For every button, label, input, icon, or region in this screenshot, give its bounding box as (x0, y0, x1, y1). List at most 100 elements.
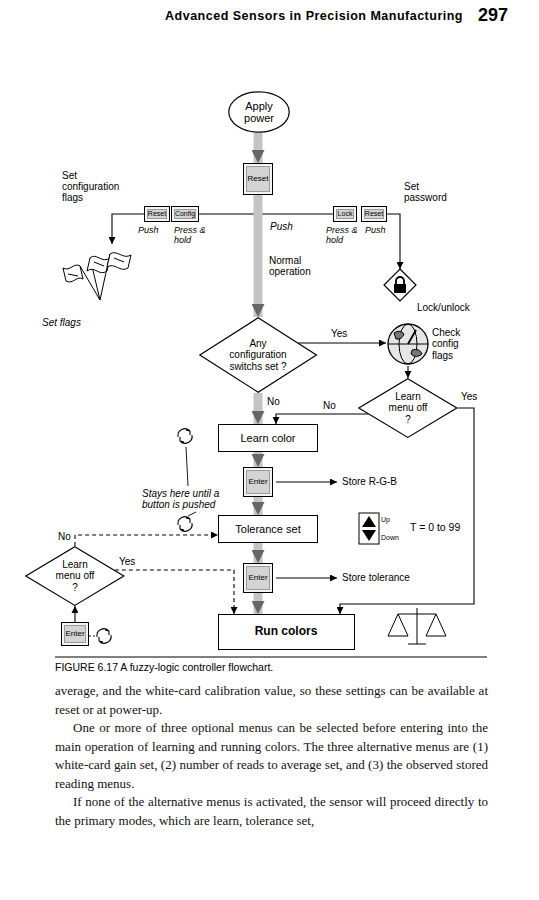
flow-band (254, 452, 263, 467)
caption-slot: FIGURE 6.17 A fuzzy-logic controller flo… (55, 661, 273, 673)
push-button: Enter (243, 467, 273, 497)
check-icon: Check config flags (386, 322, 484, 366)
globe-icon (408, 330, 416, 344)
label-slot: Stays here until a button is pushed (142, 488, 237, 510)
edge-label: No (57, 531, 72, 542)
node-text: Enter (248, 574, 267, 583)
flow-band (254, 393, 263, 424)
instruction-text: Push (365, 225, 386, 235)
globe-icon (394, 331, 404, 339)
note-text: Stays here until a button is pushed (142, 488, 237, 510)
body-text: One or more of three optional menus can … (55, 719, 488, 793)
edge-label: No (266, 396, 281, 407)
node-text: Learn color (240, 432, 295, 444)
page-number: 297 (478, 5, 508, 25)
connector (298, 342, 386, 343)
updown-key (362, 530, 376, 541)
store-arrow (276, 482, 337, 483)
node-content: Reset (365, 210, 383, 218)
cycle-icon (97, 429, 192, 643)
diamond-outline (359, 379, 457, 438)
ellipse-outline (229, 92, 289, 132)
label-slot: 297 (478, 5, 508, 25)
label-slot: Set password (404, 181, 454, 203)
label-slot: Store R-G-B (342, 476, 397, 487)
diamond-outline (200, 318, 317, 392)
node-text: Reset (248, 175, 269, 184)
balance-scale (426, 614, 446, 636)
cycle-icon (180, 435, 192, 443)
process-box: Run colors (218, 614, 355, 650)
balance-scale (398, 614, 436, 615)
edge-label-slot: Yes (118, 556, 136, 567)
label-slot: Push (270, 221, 293, 232)
node-content: Run colors (255, 625, 318, 638)
node-text: Tolerance set (235, 523, 300, 535)
node-content: Tolerance set (235, 523, 300, 535)
node-content: Any configuration switchs set ? (225, 338, 291, 372)
instruction-text: Press & hold (326, 225, 364, 245)
globe-icon (388, 324, 428, 364)
connector (74, 606, 75, 622)
push-button: Reset (243, 163, 273, 195)
connector (199, 213, 333, 214)
cycle-icon (180, 523, 192, 531)
node-text: Set flags (42, 317, 81, 328)
node-text: Learn menu off ? (53, 559, 97, 593)
node-content: Learn menu off ? (386, 391, 430, 425)
balance-scale (408, 644, 426, 645)
instruction-text: Press & hold (174, 225, 212, 245)
edge-label-slot: Normal operation (268, 255, 320, 277)
node-text: Config (175, 210, 195, 218)
flags-illustration (80, 266, 100, 300)
annotation-text: Store R-G-B (342, 476, 397, 487)
label-slot: Store tolerance (342, 572, 410, 583)
push-button: Reset (361, 206, 387, 222)
leader-line (186, 447, 188, 486)
connector-group (75, 214, 474, 622)
annotation-text: Store tolerance (342, 572, 410, 583)
connector (407, 366, 408, 378)
node-content: UpDown (381, 516, 399, 542)
process-box: Tolerance set (218, 515, 318, 543)
node-text: Apply power (237, 100, 281, 125)
edge-label: Yes (460, 391, 478, 402)
connector (387, 214, 400, 269)
padlock-diamond (396, 277, 404, 285)
store-arrow (276, 578, 337, 579)
flow-band (254, 133, 263, 163)
leader-line (89, 447, 196, 636)
node-text: Lock (338, 210, 353, 218)
cycle-icon (97, 629, 111, 643)
leader-line (188, 512, 196, 516)
cycle-icon (97, 629, 109, 637)
updown-key: UpDown (358, 513, 406, 545)
edge-label: No (322, 400, 337, 411)
cycle-icon (178, 517, 192, 531)
decision-diamond: Learn menu off ? (358, 378, 458, 438)
cycle-icon (99, 635, 111, 643)
running-head: Advanced Sensors in Precision Manufactur… (90, 9, 463, 23)
node-content: Apply power (237, 100, 281, 125)
node-content: Learn color (240, 432, 295, 444)
node-content: Check config flags (432, 327, 482, 361)
label-slot: T = 0 to 99 (410, 522, 460, 534)
node-content: Enter (248, 574, 267, 583)
push-button: Reset (144, 206, 170, 222)
body-text: If none of the alternative menus is acti… (55, 793, 488, 830)
push-button: Config (171, 206, 199, 222)
instruction-text: Push (270, 221, 293, 232)
connector (276, 414, 368, 424)
node-content: Set flags (42, 317, 81, 328)
flags-icon: Set flags (38, 244, 138, 332)
node-content: Enter (65, 630, 84, 639)
connector (75, 535, 218, 546)
body-text: average, and the white-card calibration … (55, 682, 488, 719)
edge-label: Normal operation (268, 255, 320, 277)
push-button: Lock (333, 206, 357, 222)
edge-label: Yes (118, 556, 136, 567)
node-text: Reset (365, 210, 383, 218)
flow-band (254, 195, 263, 317)
node-text: Any configuration switchs set ? (225, 338, 291, 372)
